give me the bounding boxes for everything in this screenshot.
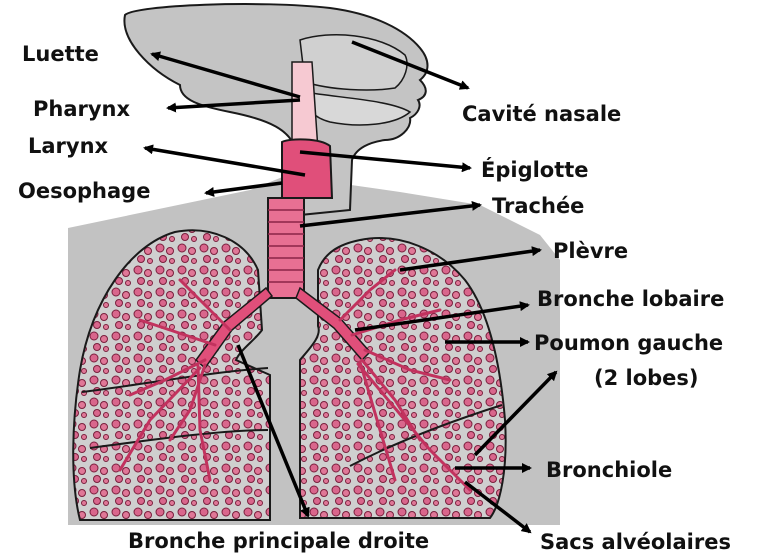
label-pharynx: Pharynx [33, 99, 130, 120]
label-sacs-alveolaires: Sacs alvéolaires [540, 532, 731, 553]
label-larynx: Larynx [28, 136, 108, 157]
larynx-shape [282, 139, 332, 198]
label-trachee: Trachée [492, 196, 584, 217]
label-cavite-nasale: Cavité nasale [462, 104, 621, 125]
label-bronche-lobaire: Bronche lobaire [537, 289, 724, 310]
label-bronche-principale-droite: Bronche principale droite [128, 531, 429, 552]
label-poumon-gauche: Poumon gauche [534, 333, 723, 354]
trachea-shape [268, 198, 304, 298]
label-poumon-gauche-lobes: (2 lobes) [594, 368, 699, 389]
label-plevre: Plèvre [553, 241, 628, 262]
label-epiglotte: Épiglotte [481, 160, 589, 181]
label-oesophage: Oesophage [18, 181, 150, 202]
label-bronchiole: Bronchiole [546, 460, 672, 481]
label-luette: Luette [22, 44, 99, 65]
